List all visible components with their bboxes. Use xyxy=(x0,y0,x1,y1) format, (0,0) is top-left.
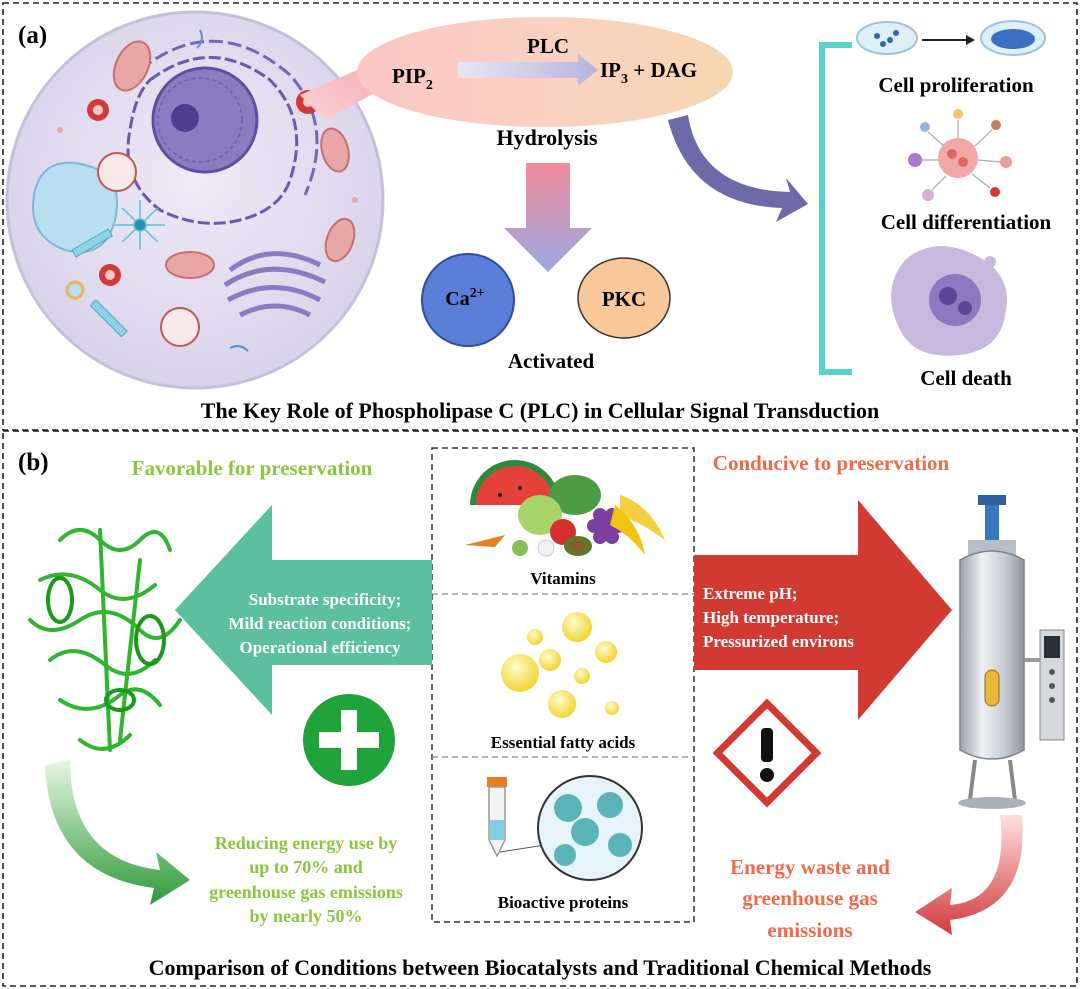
right-point-1: Extreme pH; xyxy=(703,584,798,603)
calcium-ion-circle xyxy=(421,253,515,347)
right-point-2: High temperature; xyxy=(703,608,839,627)
nucleus-icon xyxy=(126,39,319,225)
pkc-label: PKC xyxy=(602,287,646,311)
enzyme-protein-structure-icon xyxy=(28,528,182,752)
left-point-2: Mild reaction conditions; xyxy=(229,614,412,633)
pip2-label: PIP2 xyxy=(392,64,433,93)
biocatalyst-arrow xyxy=(175,505,432,715)
nutrient-box xyxy=(431,447,695,923)
outcome-cell-death: Cell death xyxy=(920,366,1012,390)
pkc-circle xyxy=(577,257,671,339)
outcome-differentiation: Cell differentiation xyxy=(881,210,1052,234)
golgi-icon xyxy=(223,251,327,318)
hazard-warning-icon xyxy=(712,698,822,808)
left-outcome-line-4: by nearly 50% xyxy=(249,906,362,926)
chemical-method-arrow xyxy=(694,500,952,720)
nutrient-vitamins: Vitamins xyxy=(530,569,596,588)
right-outcome-line-1: Energy waste and xyxy=(730,855,890,879)
right-heading: Conducive to preservation xyxy=(713,451,950,475)
outcome-bracket xyxy=(819,42,852,375)
panel-a-title: The Key Role of Phospholipase C (PLC) in… xyxy=(201,398,879,423)
cytoskeleton-icon xyxy=(71,228,128,338)
plc-enzyme-label: PLC xyxy=(527,34,569,58)
nutrient-bioactive-proteins: Bioactive proteins xyxy=(498,893,629,912)
green-outcome-arrow xyxy=(45,760,190,905)
right-point-3: Pressurized environs xyxy=(703,632,854,651)
left-outcome-line-2: up to 70% and xyxy=(249,857,363,877)
activated-label: Activated xyxy=(508,349,595,373)
stem-cell-icon xyxy=(908,109,1012,201)
red-outcome-arrow xyxy=(915,815,1023,935)
outcome-proliferation: Cell proliferation xyxy=(878,73,1034,97)
panel-b-title: Comparison of Conditions between Biocata… xyxy=(149,955,932,980)
left-outcome-line-1: Reducing energy use by xyxy=(215,833,398,853)
calcium-label: Ca2+ xyxy=(445,286,484,310)
protein-sample-icon xyxy=(487,775,643,881)
centrosome-icon xyxy=(115,200,165,250)
activation-arrow xyxy=(504,163,592,272)
vacuole-icon xyxy=(32,161,118,253)
cell-illustration xyxy=(5,10,385,390)
petri-dish-icon xyxy=(856,20,1046,56)
outcome-curved-arrow xyxy=(668,115,808,222)
right-outcome-line-3: emissions xyxy=(767,918,852,942)
plc-reaction-arrow xyxy=(458,54,598,86)
left-point-1: Substrate specificity; xyxy=(249,590,402,609)
hydrolysis-label: Hydrolysis xyxy=(496,125,598,150)
fatty-acid-droplet-icon xyxy=(501,612,619,718)
mitochondrion-icon xyxy=(112,40,356,279)
left-point-3: Operational efficiency xyxy=(240,638,401,657)
bioreactor-icon xyxy=(958,495,1065,809)
panel-a-label: (a) xyxy=(18,22,47,49)
plus-icon-horizontal xyxy=(319,732,379,748)
vesicle-icon xyxy=(97,152,200,347)
right-outcome-line-2: greenhouse gas xyxy=(742,886,878,910)
panel-b-label: (b) xyxy=(18,449,49,476)
ip3-dag-label: IP3 + DAG xyxy=(600,58,697,87)
left-heading: Favorable for preservation xyxy=(132,456,373,480)
dying-cell-icon xyxy=(891,246,1007,356)
fruit-vegetable-icon xyxy=(465,460,665,557)
panel-b-border xyxy=(2,430,1078,987)
left-outcome-line-3: greenhouse gas emissions xyxy=(209,882,403,902)
nutrient-fatty-acids: Essential fatty acids xyxy=(491,733,636,752)
